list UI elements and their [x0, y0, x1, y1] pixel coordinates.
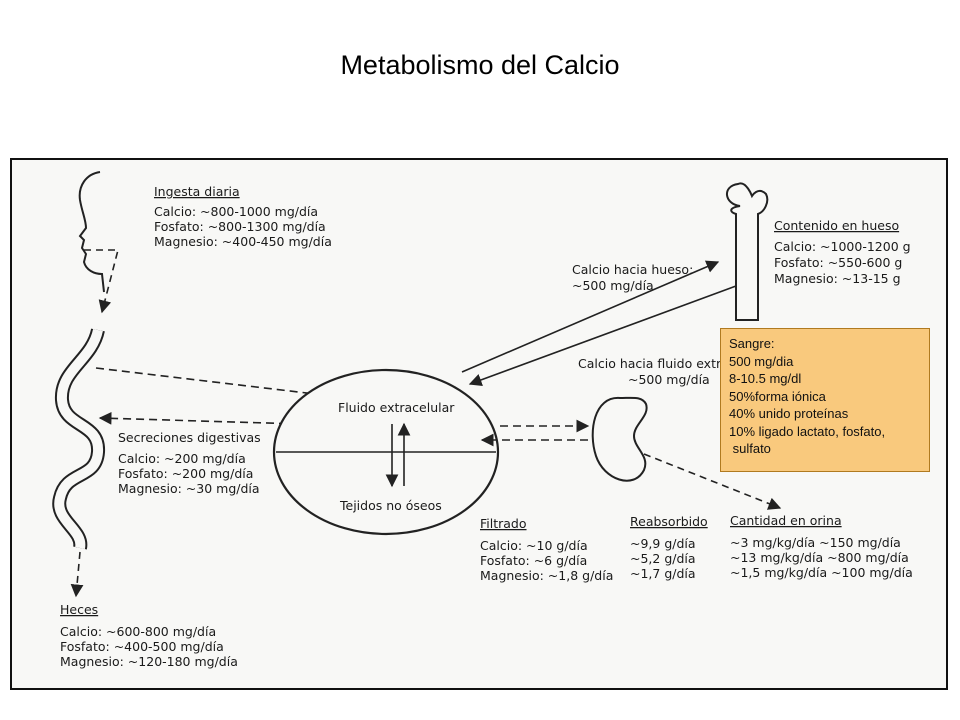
- blood-note-line: 500 mg/dia: [729, 353, 794, 369]
- secretion-arrow: [98, 411, 301, 425]
- blood-note-line: 8-10.5 mg/dl: [729, 371, 802, 386]
- blood-note-line: Sangre:: [729, 336, 775, 351]
- intake-phosphate: Fosfato: ~800-1300 mg/día: [154, 219, 326, 234]
- blood-note-line: sulfato: [729, 441, 771, 456]
- feces-heading: Heces: [60, 602, 98, 617]
- reabsorbed-heading: Reabsorbido: [630, 514, 708, 529]
- ecf-label: Fluido extracelular: [338, 400, 455, 415]
- to-bone-arrow: [461, 260, 720, 373]
- head-profile: [78, 171, 105, 293]
- filtered-heading: Filtrado: [480, 516, 527, 531]
- urine-magnesium: ~1,5 mg/kg/día ~100 mg/día: [730, 565, 913, 580]
- to-fluid-amount: ~500 mg/día: [628, 372, 710, 387]
- urine-phosphate: ~13 mg/kg/día ~800 mg/día: [730, 550, 909, 565]
- ingestion-path: [84, 249, 120, 314]
- secretions-calcium: Calcio: ~200 mg/día: [118, 451, 246, 466]
- feces-phosphate: Fosfato: ~400-500 mg/día: [60, 639, 224, 654]
- urine-arrow: [643, 453, 782, 510]
- urine-calcium: ~3 mg/kg/día ~150 mg/día: [730, 535, 901, 550]
- urine-heading: Cantidad en orina: [730, 513, 842, 528]
- bone-heading: Contenido en hueso: [774, 218, 899, 233]
- kidney-shape: [591, 396, 648, 482]
- blood-note-line: 40% unido proteínas: [729, 406, 849, 421]
- secretions-heading: Secreciones digestivas: [118, 430, 261, 445]
- blood-note-line: 10% ligado lactato, fosfato,: [729, 423, 886, 439]
- to-bone-amount: ~500 mg/día: [572, 278, 654, 293]
- filtered-calcium: Calcio: ~10 g/día: [480, 538, 588, 553]
- bone-phosphate: Fosfato: ~550-600 g: [774, 255, 902, 270]
- feces-calcium: Calcio: ~600-800 mg/día: [60, 624, 216, 639]
- intake-magnesium: Magnesio: ~400-450 mg/día: [154, 234, 332, 249]
- intake-heading: Ingesta diaria: [154, 184, 240, 199]
- bone-calcium: Calcio: ~1000-1200 g: [774, 239, 911, 254]
- reabsorbed-calcium: ~9,9 g/día: [630, 536, 696, 551]
- tissue-label: Tejidos no óseos: [339, 498, 442, 513]
- filtered-magnesium: Magnesio: ~1,8 g/día: [480, 568, 613, 583]
- secretions-phosphate: Fosfato: ~200 mg/día: [118, 466, 253, 481]
- bone-shape: [726, 182, 769, 321]
- feces-arrow: [70, 551, 84, 598]
- intake-calcium: Calcio: ~800-1000 mg/día: [154, 204, 318, 219]
- absorption-arrow: [95, 367, 334, 401]
- to-fluid-arrow: [468, 285, 737, 387]
- feces-magnesium: Magnesio: ~120-180 mg/día: [60, 654, 238, 669]
- slide-title: Metabolismo del Calcio: [340, 50, 620, 80]
- filtered-phosphate: Fosfato: ~6 g/día: [480, 553, 587, 568]
- reabsorbed-magnesium: ~1,7 g/día: [630, 566, 696, 581]
- reabsorbed-phosphate: ~5,2 g/día: [630, 551, 696, 566]
- to-bone-label: Calcio hacia hueso:: [572, 262, 693, 277]
- blood-note: Sangre: 500 mg/dia 8-10.5 mg/dl 50%forma…: [720, 328, 930, 472]
- bone-magnesium: Magnesio: ~13-15 g: [774, 271, 901, 286]
- blood-note-line: 50%forma iónica: [729, 388, 826, 404]
- secretions-magnesium: Magnesio: ~30 mg/día: [118, 481, 260, 496]
